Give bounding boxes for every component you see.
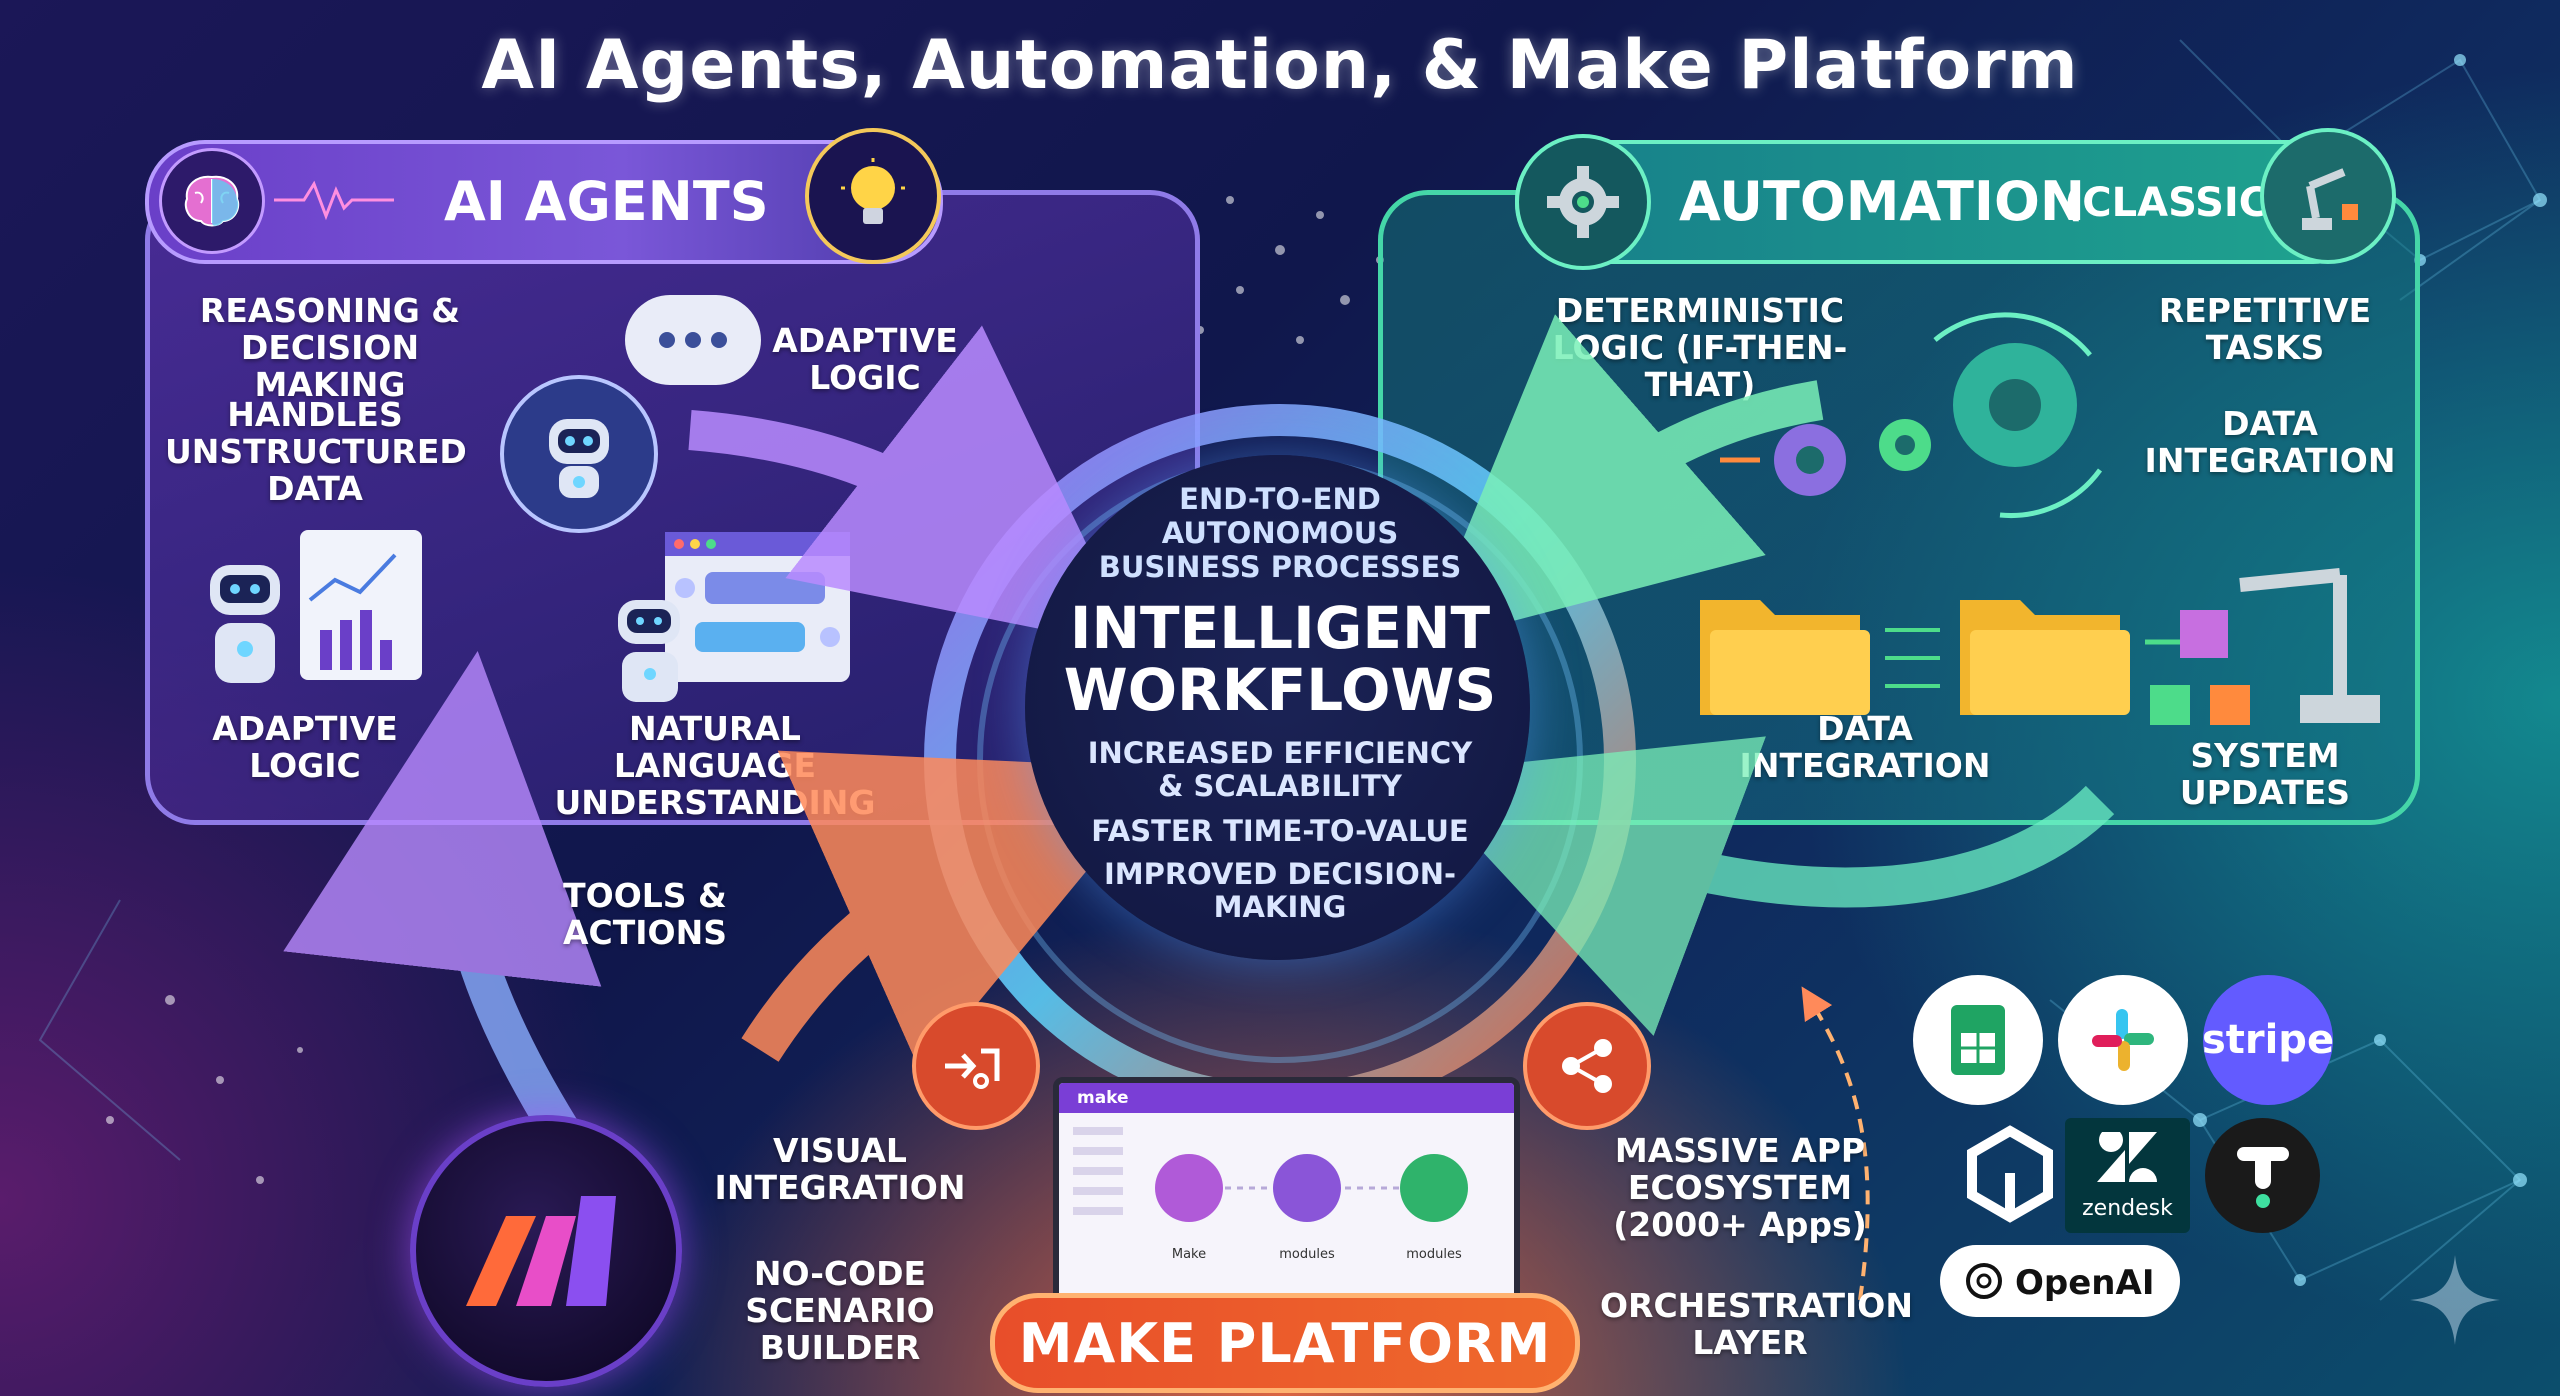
visual-integration-label: VISUAL INTEGRATION — [714, 1131, 966, 1207]
module-2-label: modules — [1279, 1247, 1335, 1262]
robot-analyst-icon — [190, 545, 300, 695]
module-make-label: Make — [1171, 1247, 1207, 1262]
automation-header: AUTOMATION (CLASSIC) — [1515, 140, 2373, 264]
gear-icon — [1515, 134, 1651, 270]
thought-bubble-icon — [625, 295, 761, 385]
app-ecosystem-label: MASSIVE APP ECOSYSTEM (2000+ Apps) — [1613, 1131, 1867, 1244]
make-logo — [410, 1115, 682, 1387]
stripe-logo: stripe — [2202, 975, 2334, 1105]
page-title: AI Agents, Automation, & Make Platform — [481, 26, 2079, 105]
openai-label: OpenAI — [2015, 1263, 2155, 1303]
center-main-line2: WORKFLOWS — [1063, 656, 1497, 724]
ai-agents-header: AI AGENTS — [145, 140, 943, 264]
automation-header-label: AUTOMATION — [1679, 170, 2086, 233]
center-benefit-time: FASTER TIME-TO-VALUE — [1091, 814, 1469, 848]
orchestration-layer-label: ORCHESTRATION LAYER — [1600, 1286, 1913, 1362]
system-updates-label: SYSTEM UPDATES — [2179, 736, 2351, 812]
zendesk-logo: zendesk — [2065, 1118, 2190, 1233]
pulse-wave-icon — [274, 180, 394, 221]
center-benefit-efficiency: INCREASED EFFICIENCY & SCALABILITY — [1087, 736, 1473, 803]
make-app-name: make — [1059, 1083, 1514, 1113]
zendesk-label: zendesk — [2082, 1196, 2173, 1221]
module-3-label: modules — [1406, 1247, 1462, 1262]
unstructured-data-label: HANDLES UNSTRUCTURED DATA — [165, 395, 467, 508]
data-integration-right-label: DATA INTEGRATION — [2144, 404, 2396, 480]
visual-flow-icon — [912, 1002, 1040, 1130]
center-top-text: END-TO-END AUTONOMOUS BUSINESS PROCESSES — [1098, 482, 1462, 584]
no-code-builder-label: NO-CODE SCENARIO BUILDER — [745, 1254, 935, 1367]
robot-arm-icon — [2260, 128, 2396, 264]
make-platform-header: MAKE PLATFORM — [990, 1293, 1580, 1393]
gears-cluster-icon — [1720, 312, 2103, 519]
tools-actions-label: TOOLS & ACTIONS — [563, 876, 727, 952]
openai-mark-icon — [1966, 1263, 2002, 1299]
openai-logo: OpenAI — [1940, 1245, 2180, 1317]
sparkle-icon — [2410, 1255, 2500, 1345]
robot-chat-icon — [600, 590, 700, 710]
center-main-line1: INTELLIGENT — [1069, 594, 1491, 662]
automation-header-sub: (CLASSIC) — [2064, 180, 2287, 226]
ai-agents-header-label: AI AGENTS — [444, 170, 769, 233]
repetitive-tasks-label: REPETITIVE TASKS — [2158, 291, 2372, 367]
data-integration-center-label: DATA INTEGRATION — [1739, 709, 1991, 785]
make-logo-mark-icon — [466, 1196, 616, 1306]
make-editor-screen: make Make modules modules — [1053, 1077, 1520, 1311]
center-benefit-decision: IMPROVED DECISION-MAKING — [1103, 857, 1457, 924]
google-sheets-icon — [1913, 975, 2043, 1105]
share-icon — [1523, 1002, 1651, 1130]
intelligent-workflows-hub — [1025, 455, 1530, 960]
zendesk-mark-icon — [2097, 1132, 2157, 1182]
scenario-graph — [1073, 1127, 1468, 1222]
robot-avatar-icon — [500, 375, 658, 533]
lightbulb-icon — [805, 128, 941, 264]
slack-icon — [2058, 975, 2188, 1105]
reasoning-label: REASONING & DECISION MAKING — [199, 291, 461, 404]
robot-arm-large-icon — [2150, 568, 2380, 725]
hexagon-logo-icon — [1955, 1118, 2065, 1228]
brain-icon — [159, 148, 265, 254]
t-logo-icon — [2205, 1118, 2320, 1233]
